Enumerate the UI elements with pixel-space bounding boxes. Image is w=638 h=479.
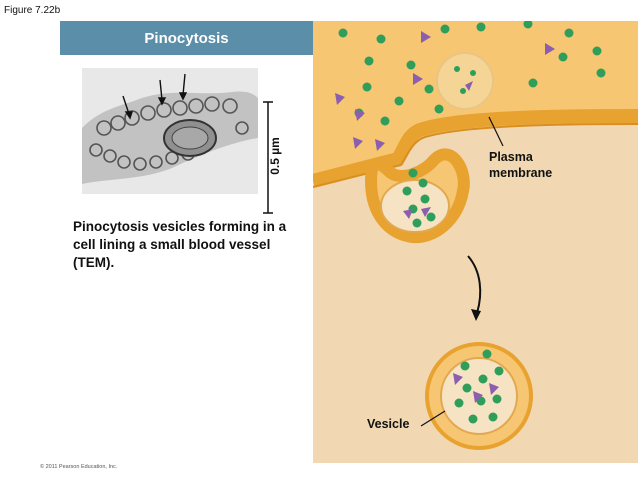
vesicle-label: Vesicle <box>367 417 410 431</box>
scale-bar-label: 0.5 µm <box>268 137 282 175</box>
solute-triangles <box>335 31 555 403</box>
plasma-membrane <box>313 109 638 188</box>
title-text: Pinocytosis <box>144 29 229 47</box>
tem-micrograph <box>82 68 258 194</box>
title-bar: Pinocytosis <box>60 21 313 55</box>
solute-spheres <box>338 21 606 424</box>
figure-caption: Pinocytosis vesicles forming in a cell l… <box>73 219 287 270</box>
figure-label: Figure 7.22b <box>4 5 61 16</box>
copyright-notice: © 2011 Pearson Education, Inc. <box>40 464 118 470</box>
pinocytosis-illustration <box>313 21 638 463</box>
scale-bar <box>263 101 273 214</box>
